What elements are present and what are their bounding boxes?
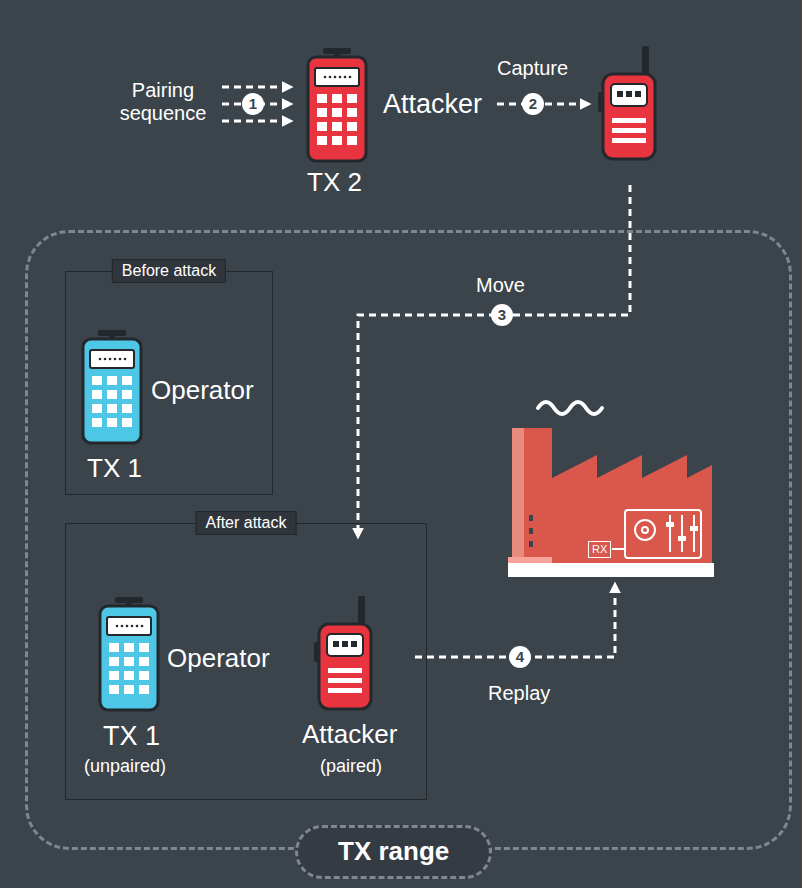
node-label: TX 1	[87, 454, 142, 484]
node-label: Operator	[167, 644, 270, 674]
annotation: Pairing sequence	[108, 79, 218, 125]
node-label: Attacker	[383, 89, 482, 120]
node-label: RX	[588, 541, 611, 558]
node-box: Operator TX 1	[79, 329, 269, 489]
callout-number: 1	[242, 93, 264, 115]
node-label: Operator	[151, 376, 254, 406]
callout-number: 4	[509, 646, 531, 668]
node-box: After attackOperatorTX 1(unpaired)Attack…	[65, 523, 427, 800]
node-box: Operator TX 1 (unpaired)	[79, 594, 279, 784]
region-label: TX range	[295, 825, 492, 879]
node-label: Attacker	[302, 720, 397, 750]
annotation: Capture	[497, 57, 568, 80]
edge-label: Replay	[488, 682, 550, 705]
node-box: Attacker TX 2	[295, 40, 500, 205]
box-heading: After attack	[196, 511, 297, 535]
node-box: RX	[508, 395, 720, 583]
box-heading: Before attack	[112, 259, 226, 283]
annotation: Move	[476, 274, 525, 297]
callout-number: 3	[491, 304, 513, 326]
callout-number: 2	[522, 93, 544, 115]
node-label: TX 1	[103, 721, 160, 752]
node-box: Before attackOperatorTX 1	[65, 271, 273, 495]
node-label: (paired)	[320, 756, 382, 777]
node-box: Attacker (paired)	[297, 594, 415, 784]
node-box: TX rangeBefore attackOperatorTX 1After a…	[25, 230, 792, 850]
node-label: TX 2	[307, 168, 362, 198]
node-label: (unpaired)	[84, 756, 166, 777]
